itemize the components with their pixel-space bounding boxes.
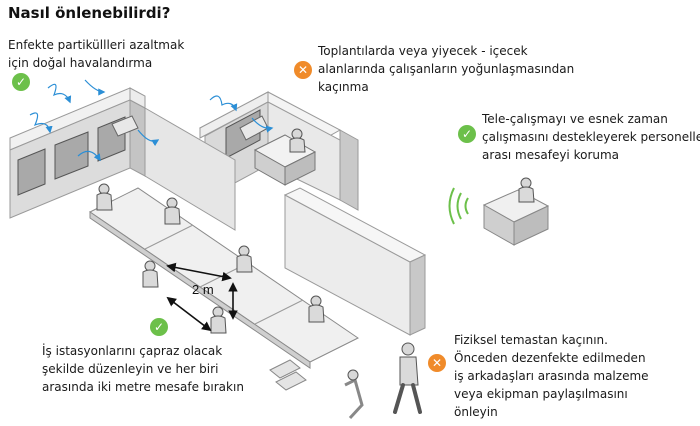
note-contact: Fiziksel temastan kaçının. Önceden dezen… (454, 331, 649, 421)
note-line: şekilde düzenleyin ve her biri (42, 362, 219, 376)
note-line: arasında iki metre mesafe bırakın (42, 380, 244, 394)
note-line: alanlarında çalışanların yoğunlaşmasında… (318, 62, 575, 76)
person (96, 183, 113, 211)
note-line: Toplantılarda veya yiyecek - içecek (318, 44, 528, 58)
telework-desk (482, 177, 550, 246)
window (17, 115, 139, 196)
page-title: Nasıl önlenebilirdi? (8, 4, 171, 22)
check-icon: ✓ (12, 73, 30, 91)
note-line: önleyin (454, 405, 498, 419)
distance-label: 2 m (192, 282, 214, 297)
note-workstations: İş istasyonlarını çapraz olacak şekilde … (42, 342, 244, 396)
note-meetings: Toplantılarda veya yiyecek - içecek alan… (318, 42, 574, 96)
note-line: iş arkadaşları arasında malzeme (454, 369, 649, 383)
note-line: Enfekte partiküllleri azaltmak (8, 38, 185, 52)
cross-icon: ✕ (294, 61, 312, 79)
note-telework: Tele-çalışmayı ve esnek zaman çalışmasın… (482, 110, 700, 164)
check-icon: ✓ (150, 318, 168, 336)
walking-person (344, 342, 422, 420)
note-ventilation: Enfekte partiküllleri azaltmak için doğa… (8, 36, 184, 72)
divider-wall (144, 107, 427, 336)
check-icon: ✓ (458, 125, 476, 143)
note-line: veya ekipman paylaşılmasını (454, 387, 628, 401)
note-line: Önceden dezenfekte edilmeden (454, 351, 646, 365)
note-line: Tele-çalışmayı ve esnek zaman (482, 112, 668, 126)
chair (269, 359, 307, 391)
note-line: arası mesafeyi koruma (482, 148, 620, 162)
left-wall (9, 87, 146, 219)
signal-icon (448, 187, 469, 225)
note-line: İş istasyonlarını çapraz olacak (42, 344, 223, 358)
note-line: için doğal havalandırma (8, 56, 153, 70)
person (164, 197, 181, 225)
note-line: kaçınma (318, 80, 369, 94)
person (210, 306, 227, 334)
distance-arrows (166, 262, 238, 332)
cross-icon: ✕ (428, 354, 446, 372)
person (236, 245, 253, 273)
note-line: Fiziksel temastan kaçının. (454, 333, 608, 347)
person (308, 295, 325, 323)
note-line: çalışmasını destekleyerek personeller (482, 130, 700, 144)
person (142, 260, 159, 288)
airflow-arrows (29, 79, 274, 162)
